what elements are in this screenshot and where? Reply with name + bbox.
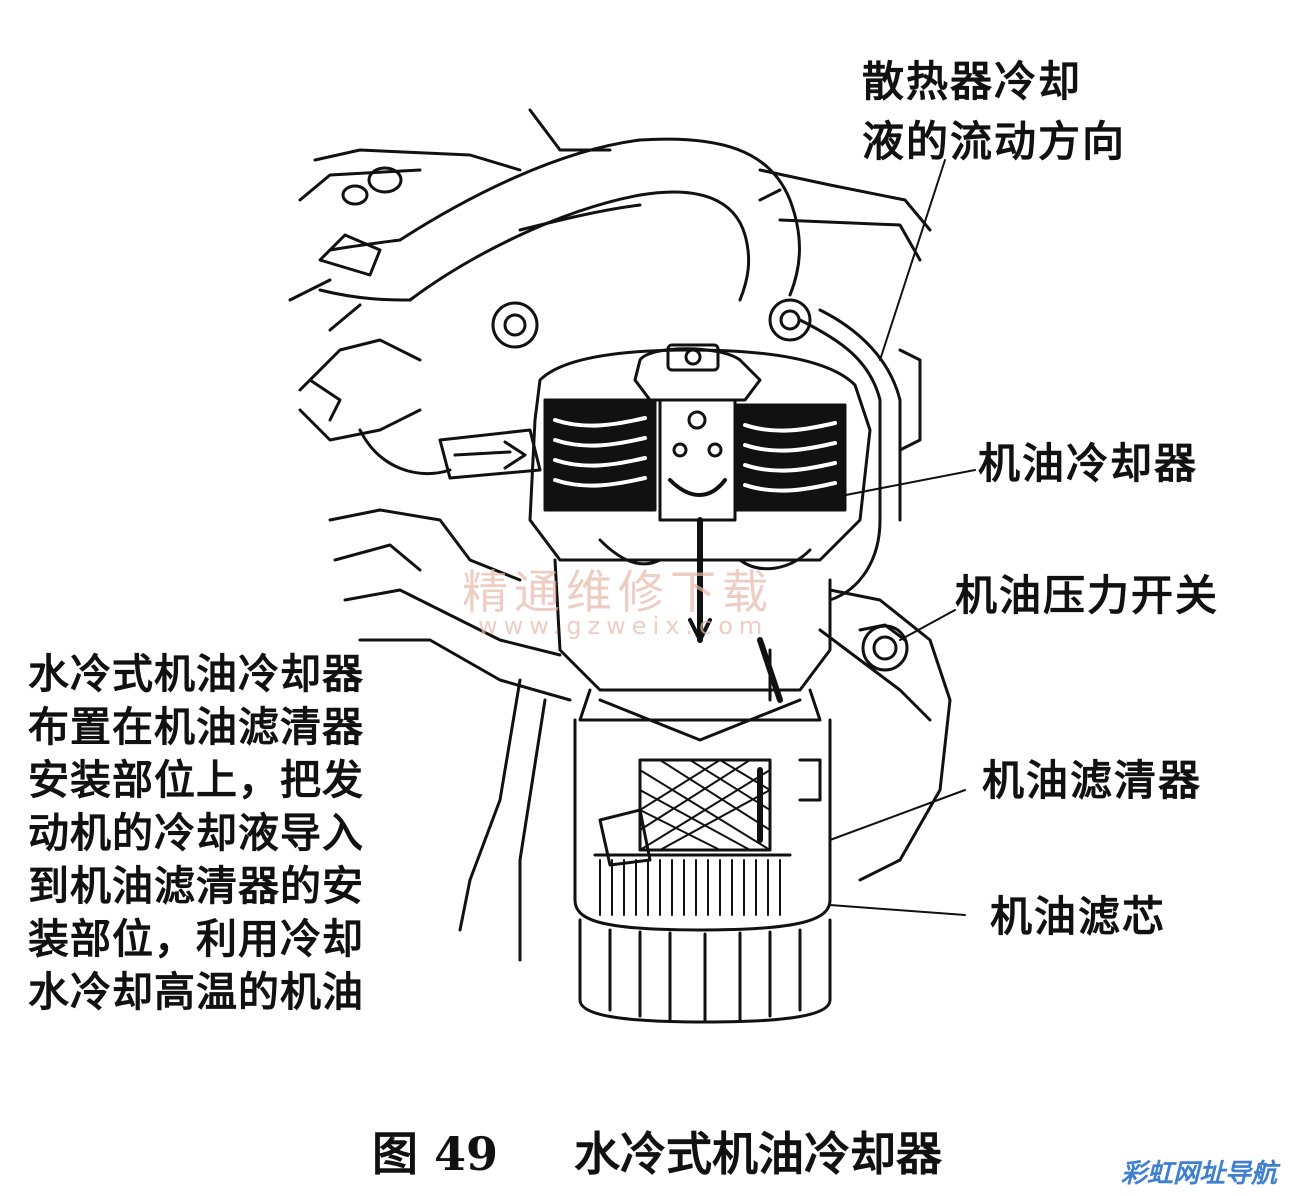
- filter-element: [593, 758, 792, 916]
- description-line: 水冷式机油冷却器: [28, 650, 364, 698]
- label-radiator-flow: 散热器冷却 液的流动方向: [862, 52, 1126, 172]
- label-oil-pressure-switch: 机油压力开关: [955, 571, 1220, 620]
- engine-block-outline: [288, 108, 952, 962]
- footer-logo[interactable]: 彩虹网址导航: [1120, 1159, 1277, 1189]
- description-line: 装部位，利用冷却: [28, 915, 364, 963]
- label-radiator-flow-line2: 液的流动方向: [862, 117, 1127, 166]
- watermark-text: 精通维修下载: [462, 565, 774, 619]
- label-oil-filter: 机油滤清器: [982, 756, 1203, 805]
- label-filter-element: 机油滤芯: [990, 892, 1167, 941]
- figure-number: 图 49: [372, 1127, 499, 1181]
- figure-caption: 图 49 水冷式机油冷却器: [372, 1118, 942, 1184]
- leader-lines: [819, 159, 976, 916]
- description-line: 动机的冷却液导入: [28, 809, 364, 857]
- figure-title: 水冷式机油冷却器: [574, 1127, 943, 1181]
- central-passage: [598, 398, 812, 643]
- description-line: 到机油滤清器的安: [28, 862, 364, 910]
- filter-mount: [553, 558, 832, 742]
- label-radiator-flow-line1: 散热器冷却: [862, 57, 1083, 106]
- description-text: 水冷式机油冷却器 布置在机油滤清器 安装部位上，把发 动机的冷却液导入 到机油滤…: [28, 648, 418, 1019]
- description-line: 水冷却高温的机油: [28, 968, 364, 1016]
- hose-fittings: [491, 298, 909, 672]
- label-oil-cooler: 机油冷却器: [978, 439, 1199, 488]
- oil-cooler-housing: [438, 308, 922, 602]
- description-line: 布置在机油滤清器: [28, 703, 364, 751]
- description-line: 安装部位上，把发: [28, 756, 364, 804]
- coolant-hose: [298, 137, 801, 476]
- oil-filter-canister: [573, 718, 832, 1024]
- watermark-url: www.gzweix.com: [478, 612, 769, 640]
